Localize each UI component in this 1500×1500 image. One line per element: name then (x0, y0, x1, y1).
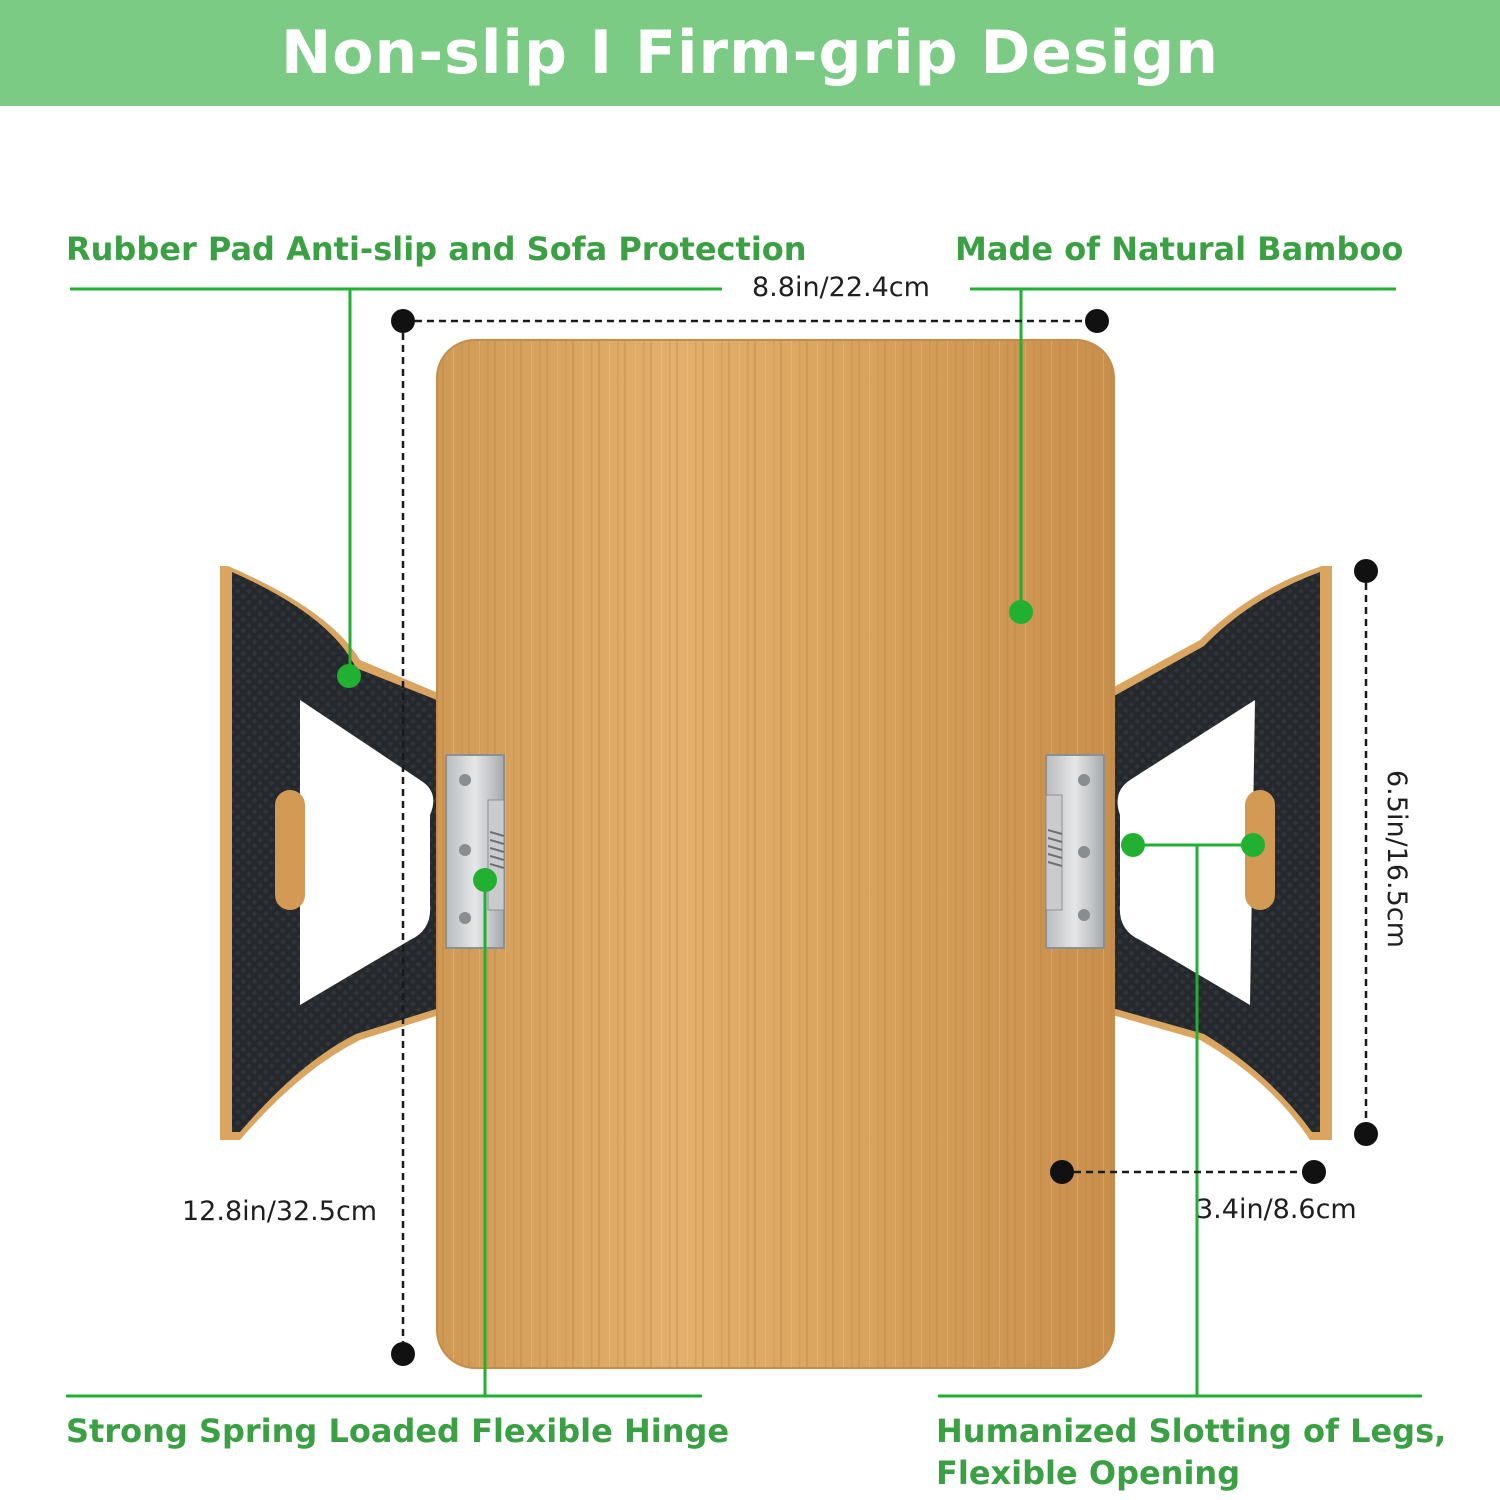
hinge-marker (473, 868, 497, 892)
title-banner: Non-slip I Firm-grip Design (0, 0, 1500, 106)
page-title: Non-slip I Firm-grip Design (281, 18, 1219, 88)
slotting-label-line2: Flexible Opening (936, 1454, 1241, 1492)
hinge-label: Strong Spring Loaded Flexible Hinge (66, 1412, 730, 1450)
left-hinge (445, 754, 505, 949)
rubber-pad-label: Rubber Pad Anti-slip and Sofa Protection (66, 230, 807, 268)
dimension-lines (401, 319, 1368, 1354)
slot-right-marker (1241, 833, 1265, 857)
dimension-endpoints (391, 309, 1378, 1366)
callout-lines (66, 287, 1422, 1398)
bamboo-label: Made of Natural Bamboo (955, 230, 1404, 268)
right-hinge (1045, 754, 1105, 949)
bamboo-marker (1009, 600, 1033, 624)
length-dimension-label: 12.8in/32.5cm (182, 1196, 378, 1227)
slot-left-marker (1121, 833, 1145, 857)
leg-depth-dimension-label: 3.4in/8.6cm (1196, 1194, 1357, 1225)
leg-height-dimension-label: 6.5in/16.5cm (1381, 770, 1412, 948)
callout-markers (337, 600, 1265, 892)
left-leg (220, 566, 480, 1140)
bamboo-board (436, 339, 1115, 1369)
rubber-pad-marker (337, 664, 361, 688)
width-dimension-label: 8.8in/22.4cm (752, 272, 930, 303)
right-leg (1070, 566, 1332, 1140)
slotting-label-line1: Humanized Slotting of Legs, (936, 1412, 1447, 1450)
